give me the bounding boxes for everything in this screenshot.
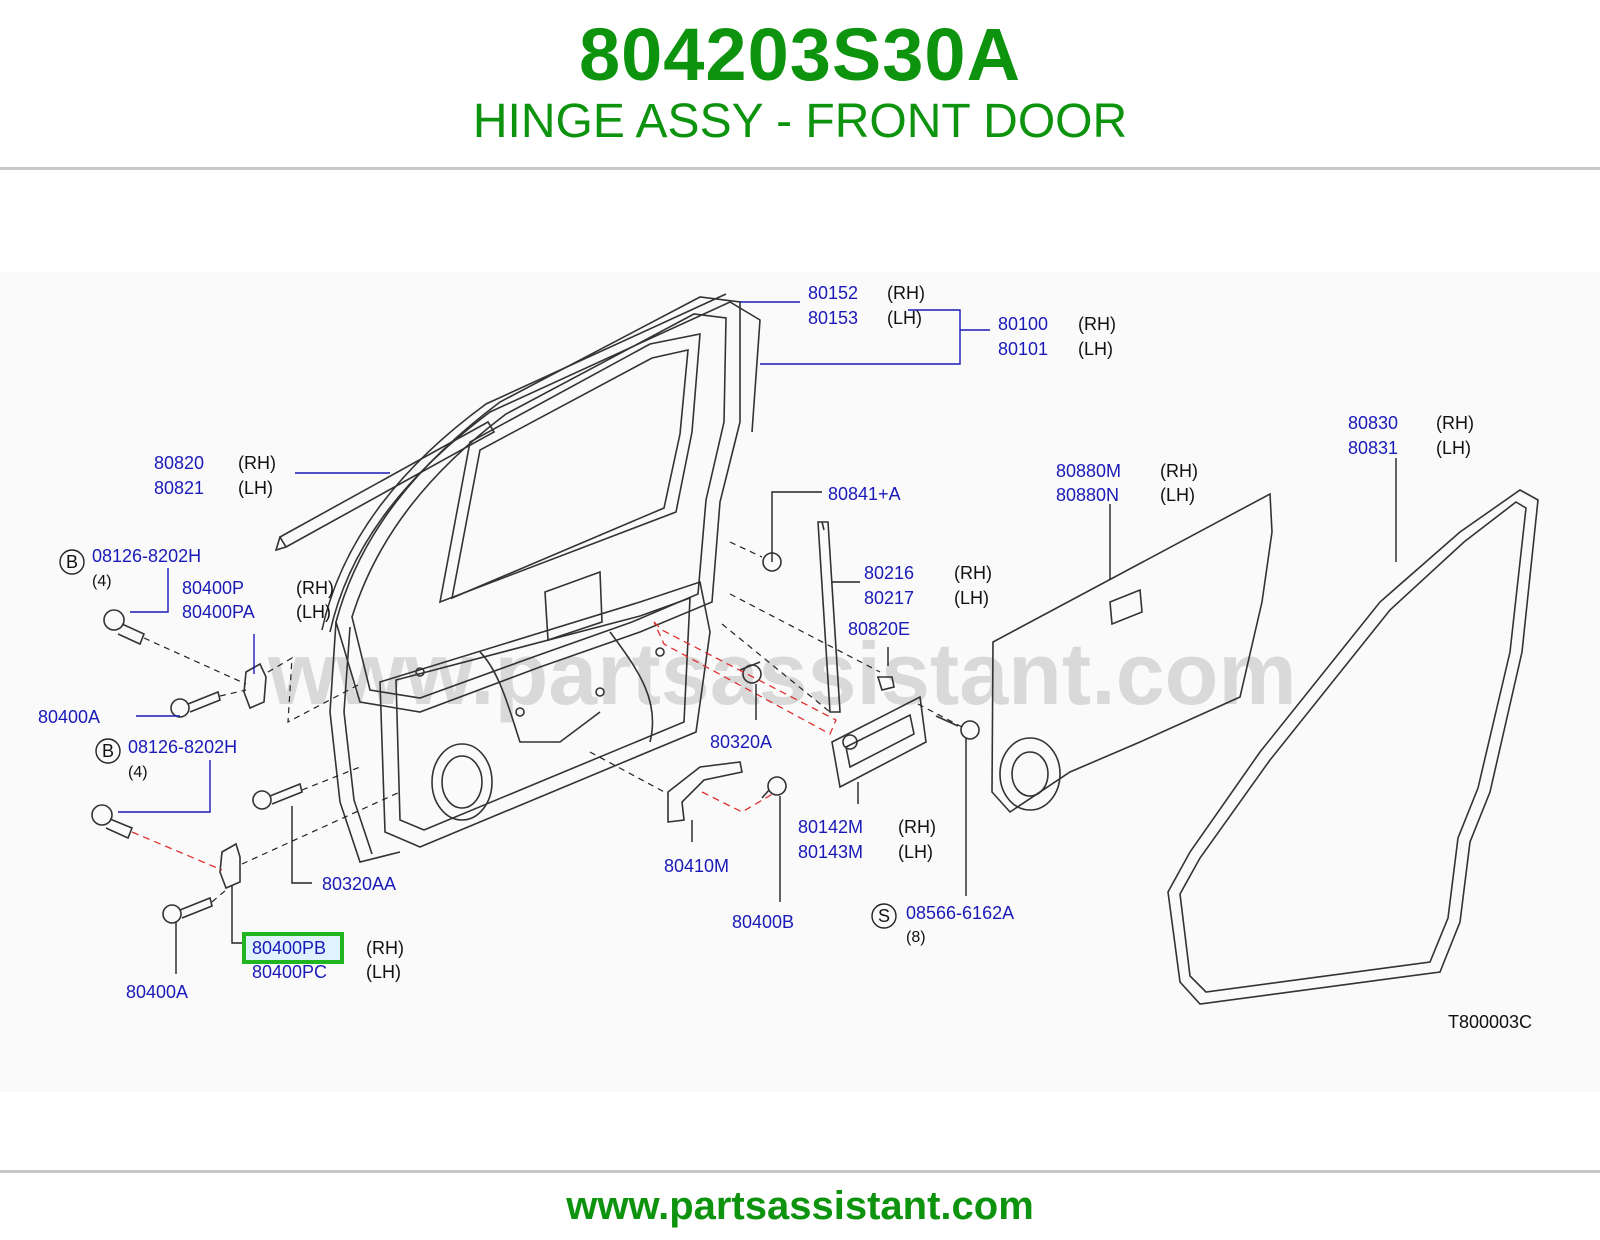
side-lh: (LH) bbox=[366, 962, 401, 982]
callout-80400p[interactable]: 80400P bbox=[182, 578, 244, 598]
side-lh: (LH) bbox=[1078, 339, 1113, 359]
outer-weatherstrip-drawing bbox=[321, 293, 761, 633]
callout-80830[interactable]: 80830 bbox=[1348, 413, 1398, 433]
callout-80821[interactable]: 80821 bbox=[154, 478, 204, 498]
callout-80153[interactable]: 80153 bbox=[808, 308, 858, 328]
callout-80216[interactable]: 80216 bbox=[864, 563, 914, 583]
upper-hinge-icon bbox=[243, 662, 267, 710]
exploded-view-svg: www.partsassistant.com bbox=[38, 283, 1539, 1032]
side-rh: (RH) bbox=[296, 578, 334, 598]
bolt-icon bbox=[170, 690, 221, 718]
side-rh: (RH) bbox=[887, 283, 925, 303]
leader-lines bbox=[118, 301, 1397, 974]
side-rh: (RH) bbox=[366, 938, 404, 958]
callout-80152[interactable]: 80152 bbox=[808, 283, 858, 303]
door-weatherstrip-drawing bbox=[1167, 489, 1539, 1005]
callout-80101[interactable]: 80101 bbox=[998, 339, 1048, 359]
side-rh: (RH) bbox=[954, 563, 992, 583]
side-lh: (LH) bbox=[1436, 438, 1471, 458]
side-rh: (RH) bbox=[238, 453, 276, 473]
callout-80820[interactable]: 80820 bbox=[154, 453, 204, 473]
inside-handle-drawing bbox=[831, 695, 927, 789]
marker-s-icon: S bbox=[871, 903, 897, 929]
door-trim-drawing bbox=[991, 492, 1273, 814]
callout-80320a[interactable]: 80320A bbox=[710, 732, 772, 752]
callout-08126-8202h-lower[interactable]: 08126-8202H bbox=[128, 737, 237, 757]
side-rh: (RH) bbox=[1436, 413, 1474, 433]
side-lh: (LH) bbox=[887, 308, 922, 328]
side-lh: (LH) bbox=[238, 478, 273, 498]
callout-80217[interactable]: 80217 bbox=[864, 588, 914, 608]
sash-drawing bbox=[817, 521, 841, 713]
check-link-icon bbox=[667, 761, 743, 823]
part-number-title: 804203S30A bbox=[578, 13, 1022, 96]
bolt-icon bbox=[761, 776, 787, 799]
bolt-icon bbox=[91, 804, 134, 840]
callout-80820e[interactable]: 80820E bbox=[848, 619, 910, 639]
bolt-icon bbox=[739, 661, 762, 684]
callout-80100[interactable]: 80100 bbox=[998, 314, 1048, 334]
clip-icon bbox=[876, 676, 895, 691]
page-header: 804203S30A HINGE ASSY - FRONT DOOR bbox=[0, 0, 1600, 168]
quantity-label: (8) bbox=[906, 929, 926, 946]
assembly-lines bbox=[131, 541, 963, 903]
marker-b-icon: B bbox=[95, 738, 121, 764]
callout-80841-a[interactable]: 80841+A bbox=[828, 484, 901, 504]
side-lh: (LH) bbox=[898, 842, 933, 862]
marker-b-icon: B bbox=[59, 549, 85, 575]
bolt-icon bbox=[252, 782, 303, 810]
footer-website-link[interactable]: www.partsassistant.com bbox=[566, 1184, 1034, 1228]
part-name-subtitle: HINGE ASSY - FRONT DOOR bbox=[472, 95, 1128, 148]
callout-80880n[interactable]: 80880N bbox=[1056, 485, 1119, 505]
svg-text:B: B bbox=[66, 552, 78, 572]
svg-text:B: B bbox=[102, 741, 114, 761]
highlight-box bbox=[242, 932, 344, 964]
svg-text:S: S bbox=[878, 906, 890, 926]
callout-80143m[interactable]: 80143M bbox=[798, 842, 863, 862]
callout-08566-6162a[interactable]: 08566-6162A bbox=[906, 903, 1014, 923]
callout-80320aa[interactable]: 80320AA bbox=[322, 874, 396, 894]
side-lh: (LH) bbox=[954, 588, 989, 608]
bolt-icon bbox=[162, 896, 213, 924]
quantity-label: (4) bbox=[92, 573, 112, 590]
side-lh: (LH) bbox=[1160, 485, 1195, 505]
lower-hinge-icon bbox=[219, 842, 241, 890]
figure-code: T800003C bbox=[1448, 1012, 1532, 1032]
callout-80400a-lower[interactable]: 80400A bbox=[126, 982, 188, 1002]
callout-80880m[interactable]: 80880M bbox=[1056, 461, 1121, 481]
callout-80400pc[interactable]: 80400PC bbox=[252, 962, 327, 982]
side-rh: (RH) bbox=[1160, 461, 1198, 481]
side-rh: (RH) bbox=[898, 817, 936, 837]
callout-80410m[interactable]: 80410M bbox=[664, 856, 729, 876]
callout-80831[interactable]: 80831 bbox=[1348, 438, 1398, 458]
callout-80400b[interactable]: 80400B bbox=[732, 912, 794, 932]
bolt-icon bbox=[935, 715, 980, 740]
top-divider bbox=[0, 167, 1600, 170]
side-lh: (LH) bbox=[296, 602, 331, 622]
parts-diagram: www.partsassistant.com bbox=[0, 272, 1600, 1092]
callout-08126-8202h-upper[interactable]: 08126-8202H bbox=[92, 546, 201, 566]
side-rh: (RH) bbox=[1078, 314, 1116, 334]
quantity-label: (4) bbox=[128, 764, 148, 781]
callout-80400a-upper[interactable]: 80400A bbox=[38, 707, 100, 727]
belt-molding-drawing bbox=[274, 420, 496, 552]
callout-80142m[interactable]: 80142M bbox=[798, 817, 863, 837]
callout-80400pb[interactable]: 80400PB bbox=[252, 938, 326, 958]
bolt-icon bbox=[103, 609, 146, 646]
bottom-divider bbox=[0, 1170, 1600, 1173]
callout-80400pa[interactable]: 80400PA bbox=[182, 602, 255, 622]
